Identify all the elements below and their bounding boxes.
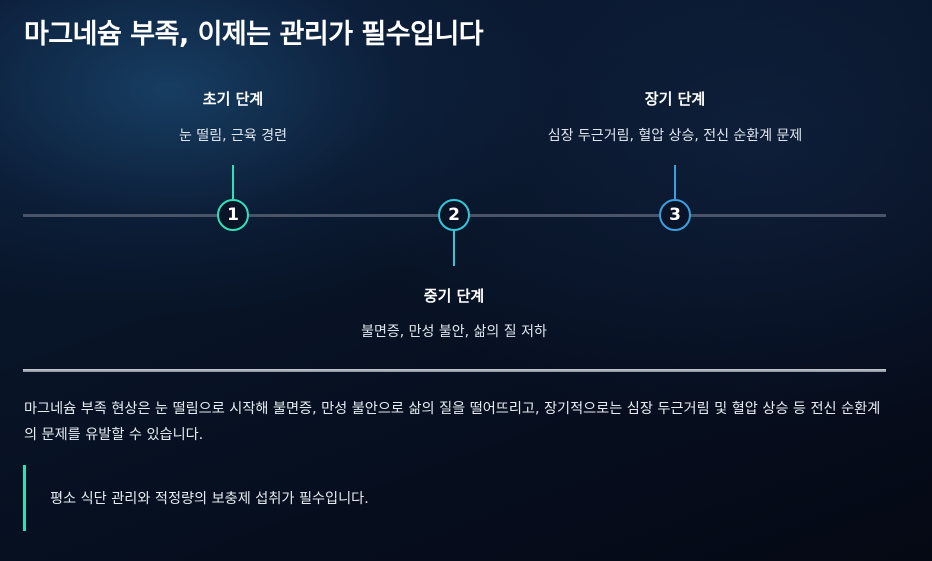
- stage-3-connector: [674, 165, 676, 199]
- recommendation-callout: 평소 식단 관리와 적정량의 보충제 섭취가 필수입니다.: [23, 465, 886, 531]
- stage-1-connector: [232, 165, 234, 199]
- stage-1-description: 눈 떨림, 근육 경련: [179, 128, 287, 144]
- stage-1-title: 초기 단계: [202, 90, 264, 108]
- summary-text: 마그네슘 부족 현상은 눈 떨림으로 시작해 불면증, 만성 불안으로 삶의 질…: [24, 401, 881, 443]
- stage-2-marker: 2: [438, 199, 470, 231]
- stage-2-description: 불면증, 만성 불안, 삶의 질 저하: [361, 324, 547, 340]
- callout-text: 평소 식단 관리와 적정량의 보충제 섭취가 필수입니다.: [50, 491, 369, 507]
- progression-timeline: 초기 단계 눈 떨림, 근육 경련 1 2 중기 단계 불면증, 만성 불안, …: [23, 90, 886, 340]
- stage-2-title: 중기 단계: [423, 287, 485, 305]
- stage-1-marker: 1: [217, 199, 249, 231]
- page-title: 마그네슘 부족, 이제는 관리가 필수입니다: [24, 19, 484, 50]
- stage-3-description: 심장 두근거림, 혈압 상승, 전신 순환계 문제: [547, 128, 803, 144]
- section-divider: [23, 369, 886, 372]
- stage-3-title: 장기 단계: [644, 90, 706, 108]
- stage-3-marker: 3: [659, 199, 691, 231]
- stage-2-connector: [453, 231, 455, 266]
